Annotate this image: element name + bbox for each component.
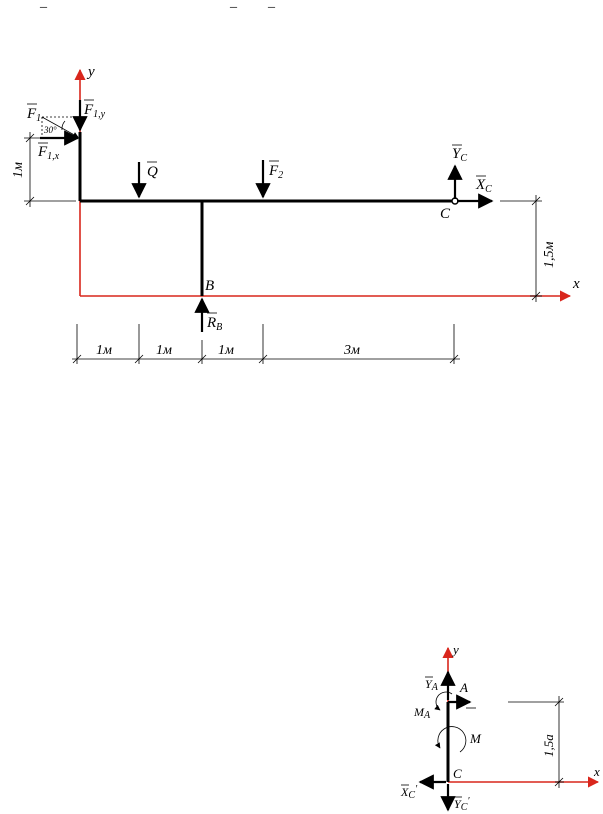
xc-prime-label: XC′	[400, 784, 418, 801]
strip-mark-2: _	[229, 0, 238, 10]
m-label: M	[469, 731, 482, 746]
point-c2-label: C	[453, 766, 462, 781]
dim-right-tick-bottom	[531, 291, 541, 301]
y-axis-label: y	[86, 64, 95, 80]
yc-prime-label: YC′	[454, 796, 470, 813]
point-c-label: C	[440, 206, 451, 222]
dim-label-4: 3м	[343, 343, 360, 358]
dim-right-label: 1,5м	[542, 242, 557, 269]
xc-label: XC	[475, 177, 492, 195]
dim-label-1: 1м	[96, 343, 112, 358]
dim-label-3: 1м	[218, 343, 234, 358]
strip-mark-3: _	[267, 0, 276, 10]
dim2-tick-top	[554, 697, 564, 707]
angle-arc	[61, 120, 66, 131]
dim-left-label: 1м	[11, 162, 26, 178]
dim2-label: 1,5a	[541, 734, 556, 757]
dim-label-2: 1м	[156, 343, 172, 358]
angle-label: 30°	[43, 125, 57, 135]
dim-tick-2	[197, 354, 207, 364]
top-strip: _ _ _	[39, 0, 276, 10]
f1y-label: F1,y	[83, 102, 106, 120]
dim-left-tick-bottom	[25, 196, 35, 206]
point-a-label: A	[459, 680, 468, 695]
dim-left-tick-top	[25, 133, 35, 143]
dim-tick-0	[72, 354, 82, 364]
dim-tick-1	[134, 354, 144, 364]
ma-arc	[434, 691, 453, 711]
ya-label: YA	[425, 677, 439, 693]
f1x-label: F1,x	[37, 144, 60, 162]
f1-label: F1	[26, 106, 41, 124]
m-arc	[434, 726, 467, 753]
f2-label: F2	[268, 163, 283, 181]
x-axis-label-2: x	[593, 764, 600, 779]
point-b-label: B	[205, 278, 214, 294]
q-label: Q	[147, 164, 158, 180]
y-axis-label-2: y	[451, 642, 459, 657]
dim-tick-3	[258, 354, 268, 364]
ma-label: MA	[413, 705, 431, 721]
diagram-beam-frame: y x 30° F1 F1,y F1,x Q	[11, 64, 580, 364]
x-axis-label: x	[572, 276, 580, 292]
yc-label: YC	[452, 146, 467, 164]
diagram-column-ac: y x YA A MA M C XC′ YC′	[400, 642, 600, 813]
dim2-tick-bottom	[554, 777, 564, 787]
dim-right-tick-top	[531, 196, 541, 206]
strip-mark-1: _	[39, 0, 48, 10]
rb-label: RB	[206, 315, 222, 333]
dim-tick-4	[449, 354, 459, 364]
